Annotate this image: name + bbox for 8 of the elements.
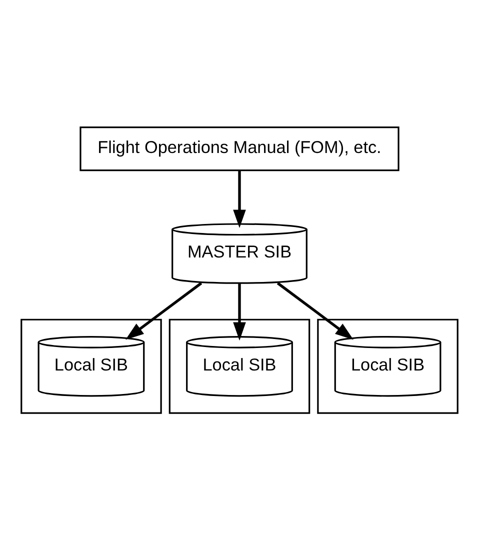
arrow	[233, 283, 246, 341]
cluster	[317, 318, 458, 414]
arrow	[276, 282, 354, 340]
cluster	[168, 318, 310, 414]
cluster	[20, 318, 162, 414]
node-box: Flight Operations Manual (FOM), etc.	[80, 126, 400, 172]
arrow	[233, 170, 246, 228]
arrow	[126, 282, 202, 340]
